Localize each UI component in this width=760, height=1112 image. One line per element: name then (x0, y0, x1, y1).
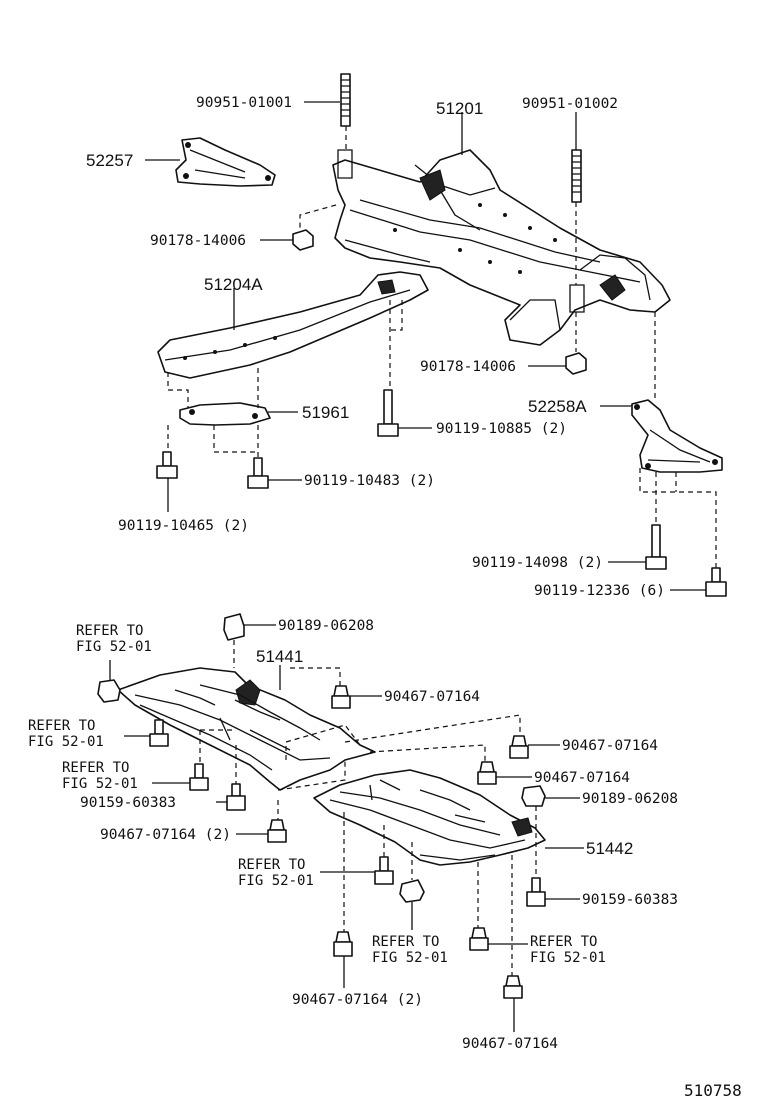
bolt-90467-07164-d[interactable] (267, 819, 287, 843)
refer-clip-upper-left[interactable] (97, 679, 121, 703)
cover-51441[interactable] (117, 667, 376, 791)
bolt-refer-left-2[interactable] (189, 763, 209, 791)
refer-note-5-line1: REFER TO (372, 934, 439, 950)
label-90119-12336: 90119-12336 (6) (534, 583, 665, 599)
label-90467-07164-a: 90467-07164 (384, 689, 480, 705)
label-51961: 51961 (302, 403, 349, 422)
label-51442: 51442 (586, 839, 633, 858)
label-52258A: 52258A (528, 397, 587, 416)
bolt-90119-10465[interactable] (156, 451, 178, 479)
label-52257: 52257 (86, 151, 133, 170)
label-90467-07164-e: 90467-07164 (2) (292, 992, 423, 1008)
label-90159-60383-a: 90159-60383 (80, 795, 176, 811)
diagram-number: 510758 (684, 1081, 742, 1100)
refer-note-3-line1: REFER TO (62, 760, 129, 776)
plate-51961[interactable] (179, 402, 271, 426)
bolt-refer-right[interactable] (469, 927, 489, 951)
refer-note-4-line2: FIG 52-01 (238, 873, 314, 889)
label-90119-10465: 90119-10465 (2) (118, 518, 249, 534)
clip-refer-mid[interactable] (399, 879, 425, 903)
upper-alignment-lines (167, 126, 717, 568)
bolt-90467-07164-c[interactable] (477, 761, 497, 785)
refer-note-4-line1: REFER TO (238, 857, 305, 873)
label-90467-07164-c: 90467-07164 (534, 770, 630, 786)
upper-leader-lines (145, 101, 706, 591)
stud-bolt-90951-01001[interactable] (340, 73, 351, 127)
label-90178-14006-b: 90178-14006 (420, 359, 516, 375)
label-90189-06208-a: 90189-06208 (278, 618, 374, 634)
refer-note-2-line2: FIG 52-01 (28, 734, 104, 750)
bolt-90159-60383-a[interactable] (226, 783, 246, 811)
refer-note-2-line1: REFER TO (28, 718, 95, 734)
cover-51442[interactable] (313, 769, 546, 866)
label-90119-10885: 90119-10885 (2) (436, 421, 567, 437)
bracket-52258A[interactable] (631, 399, 723, 473)
refer-note-1-line1: REFER TO (76, 623, 143, 639)
bracket-52257[interactable] (175, 137, 276, 187)
stud-bolt-90951-01002[interactable] (571, 149, 582, 203)
label-51441: 51441 (256, 647, 303, 666)
bolt-90159-60383-b[interactable] (526, 877, 546, 907)
bolt-90467-07164-e[interactable] (333, 931, 353, 957)
label-51204A: 51204A (204, 275, 263, 294)
bolt-refer-mid[interactable] (374, 856, 394, 885)
clip-90189-06208-b[interactable] (521, 785, 546, 807)
refer-notes: REFER TO FIG 52-01 REFER TO FIG 52-01 RE… (28, 623, 606, 966)
part-labels: 90951-01001 51201 90951-01002 52257 9017… (80, 95, 678, 1052)
nut-90178-14006-b[interactable] (565, 352, 587, 375)
bolt-90119-12336[interactable] (705, 567, 727, 597)
lower-alignment-lines (199, 640, 537, 976)
label-90189-06208-b: 90189-06208 (582, 791, 678, 807)
label-90951-01002: 90951-01002 (522, 96, 618, 112)
bolt-90119-10483[interactable] (247, 457, 269, 489)
label-90467-07164-d: 90467-07164 (2) (100, 827, 231, 843)
clip-90189-06208-a[interactable] (223, 613, 245, 641)
lower-leader-lines (109, 624, 584, 1032)
brace-51204A[interactable] (157, 271, 429, 379)
nut-90178-14006-a[interactable] (292, 229, 314, 251)
label-51201: 51201 (436, 99, 483, 118)
refer-note-3-line2: FIG 52-01 (62, 776, 138, 792)
refer-note-6-line2: FIG 52-01 (530, 950, 606, 966)
label-90159-60383-b: 90159-60383 (582, 892, 678, 908)
bolt-90467-07164-f[interactable] (503, 975, 523, 999)
label-90467-07164-f: 90467-07164 (462, 1036, 558, 1052)
bolt-90467-07164-b[interactable] (509, 735, 529, 759)
bolt-refer-left-1[interactable] (149, 719, 169, 747)
bolt-90467-07164-a[interactable] (331, 685, 351, 709)
bolt-90119-14098[interactable] (645, 524, 667, 570)
refer-note-6-line1: REFER TO (530, 934, 597, 950)
label-90119-10483: 90119-10483 (2) (304, 473, 435, 489)
refer-note-5-line2: FIG 52-01 (372, 950, 448, 966)
label-90951-01001: 90951-01001 (196, 95, 292, 111)
label-90178-14006-a: 90178-14006 (150, 233, 246, 249)
bolt-90119-10885[interactable] (377, 389, 399, 437)
label-90467-07164-b: 90467-07164 (562, 738, 658, 754)
refer-note-1-line2: FIG 52-01 (76, 639, 152, 655)
crossmember-51201[interactable] (332, 149, 671, 346)
label-90119-14098: 90119-14098 (2) (472, 555, 603, 571)
